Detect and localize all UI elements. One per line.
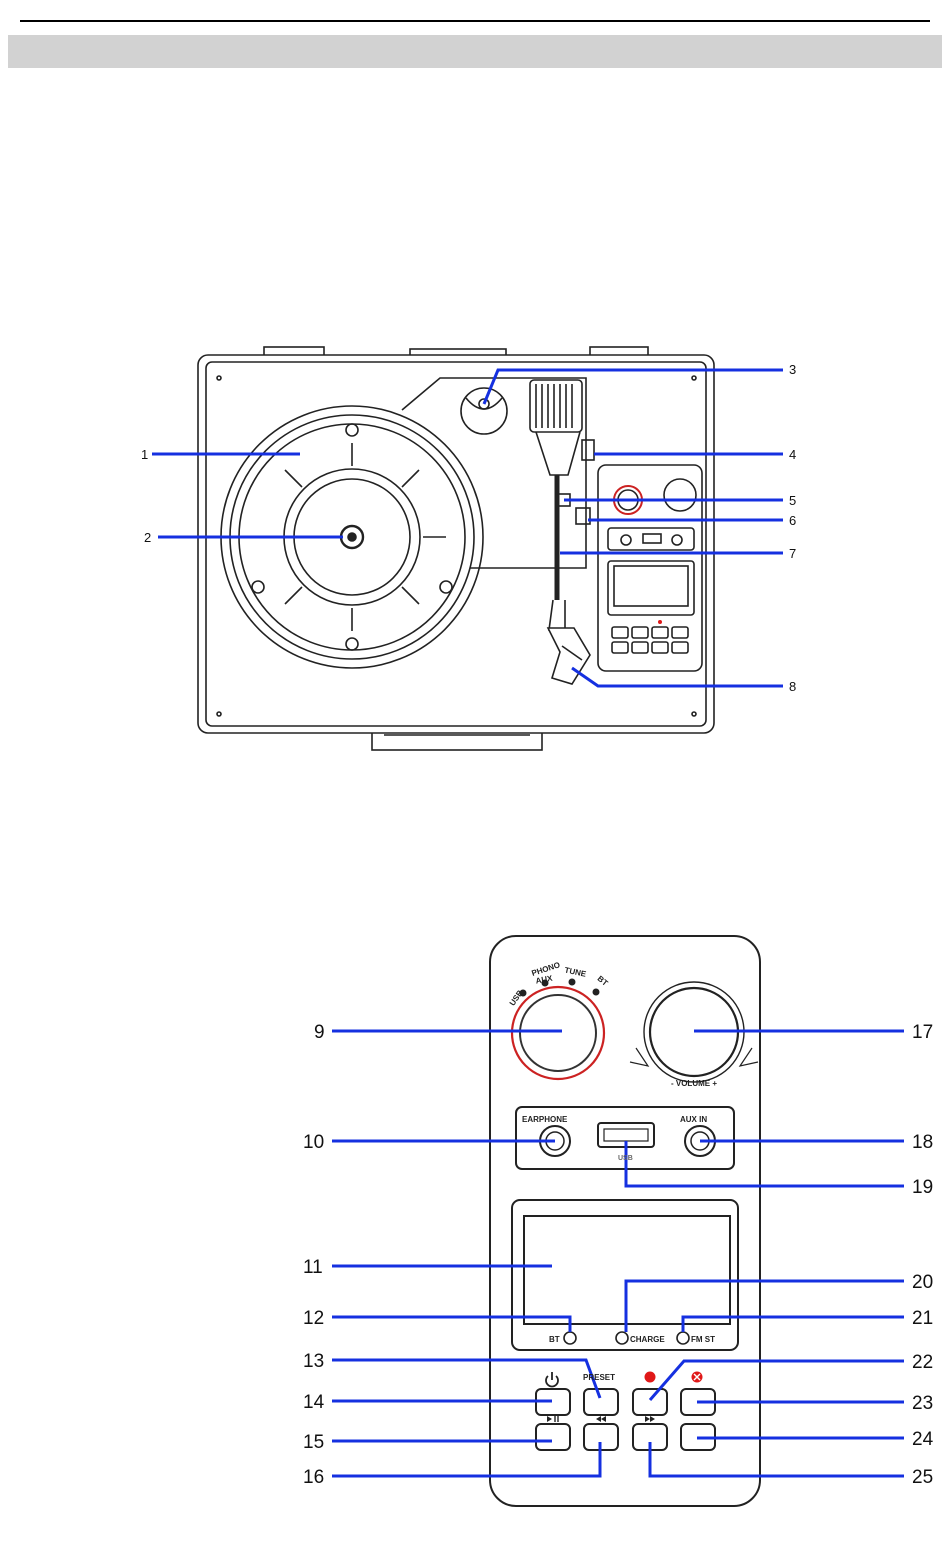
callout-25: 25	[912, 1467, 933, 1488]
callout-16: 16	[303, 1467, 324, 1488]
callout-7: 7	[789, 546, 796, 561]
source-dot	[570, 980, 575, 985]
callout-18: 18	[912, 1132, 933, 1153]
record-icon	[645, 1372, 656, 1383]
panel-outer	[490, 936, 760, 1506]
label-aux-in: AUX IN	[680, 1115, 707, 1124]
callout-17: 17	[912, 1022, 933, 1043]
callout-22: 22	[912, 1352, 933, 1373]
label-fm-st: FM ST	[691, 1335, 715, 1344]
callout-3: 3	[789, 362, 796, 377]
callout-4: 4	[789, 447, 796, 462]
callout-8: 8	[789, 679, 796, 694]
callout-12: 12	[303, 1308, 324, 1329]
tonearm-counterweight	[530, 380, 582, 432]
callout-5: 5	[789, 493, 796, 508]
label-preset: PRESET	[583, 1373, 615, 1382]
callout-14: 14	[303, 1392, 325, 1413]
callout-24: 24	[912, 1429, 934, 1450]
callout-1: 1	[141, 447, 148, 462]
source-dot	[594, 990, 599, 995]
label-volume: - VOLUME +	[671, 1079, 717, 1088]
label-charge: CHARGE	[630, 1335, 665, 1344]
callout-20: 20	[912, 1272, 933, 1293]
control-panel-detail	[490, 936, 760, 1506]
label-bt-led: BT	[549, 1335, 560, 1344]
callout-19: 19	[912, 1177, 933, 1198]
callout-23: 23	[912, 1393, 933, 1414]
callout-13: 13	[303, 1351, 324, 1372]
callout-15: 15	[303, 1432, 324, 1453]
callout-6: 6	[789, 513, 796, 528]
label-usb-port: USB	[618, 1155, 633, 1162]
label-earphone: EARPHONE	[522, 1115, 568, 1124]
callout-11: 11	[303, 1257, 323, 1278]
turntable-overview	[198, 347, 714, 750]
callout-2: 2	[144, 530, 151, 545]
callout-21: 21	[912, 1308, 933, 1329]
callout-9: 9	[314, 1022, 325, 1043]
callout-10: 10	[303, 1132, 324, 1153]
